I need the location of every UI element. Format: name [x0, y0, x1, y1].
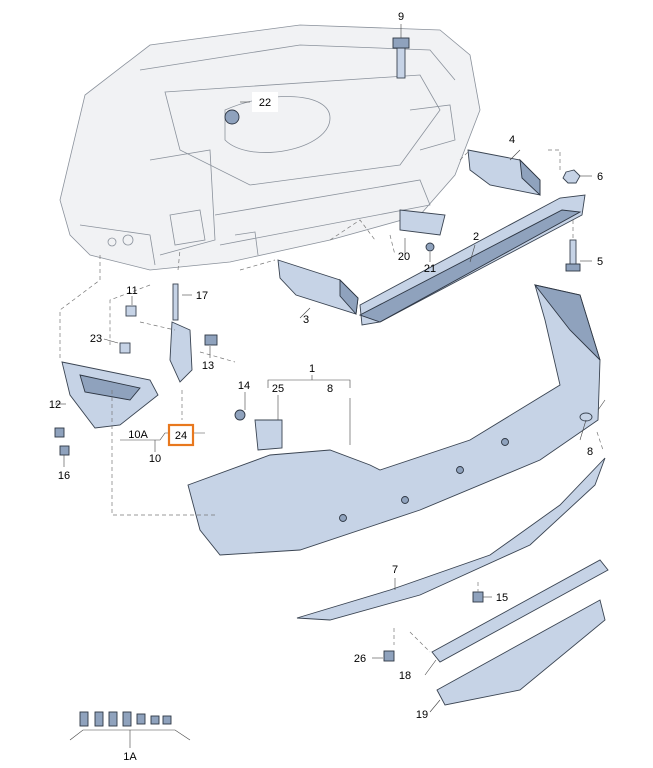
leader-lines: [55, 24, 606, 748]
bumper-reinforcement-2: [358, 194, 586, 326]
clip-11: [125, 305, 137, 317]
callout-16: 16: [58, 470, 70, 482]
drain-plug-hole: [224, 109, 240, 125]
bumper-cover-1: [187, 284, 601, 556]
callout-7: 7: [392, 564, 398, 576]
fastener-set-1a: [79, 711, 172, 727]
screw-15: [472, 591, 484, 603]
nut-14: [234, 409, 246, 421]
callout-20: 20: [398, 251, 410, 263]
callout-5: 5: [597, 256, 603, 268]
bolt-5: [565, 239, 581, 272]
callout-25: 25: [272, 383, 284, 395]
callout-15: 15: [496, 592, 508, 604]
clip-23: [119, 342, 131, 354]
callout-23: 23: [90, 333, 102, 345]
callout-11: 11: [126, 285, 137, 297]
trim-strip-18: [431, 559, 609, 663]
callout-labels: 9 22 4 6 2 5 20 21 3 17 11 23 13 12 16 1…: [49, 11, 603, 763]
impact-absorber-3: [277, 259, 359, 316]
callout-26: 26: [354, 653, 366, 665]
guide-bracket-10a: [61, 361, 159, 429]
nut-21: [425, 242, 435, 252]
screw-12: [54, 427, 65, 438]
bracket-20: [399, 209, 446, 236]
reflector-8: [579, 412, 593, 422]
callout-6: 6: [597, 171, 603, 183]
grille-19: [436, 599, 606, 706]
impact-absorber-4: [467, 149, 541, 197]
nut-6: [562, 169, 581, 184]
callout-10: 10: [149, 453, 161, 465]
callout-18: 18: [399, 670, 411, 682]
callout-21: 21: [424, 263, 436, 275]
callout-24-highlight-box: [167, 423, 195, 447]
callout-3: 3: [303, 314, 309, 326]
screw-16: [59, 445, 70, 456]
bracket-25: [254, 419, 283, 451]
screw-26: [383, 650, 395, 662]
assembly-dashed-lines: [59, 149, 604, 653]
callout-9: 9: [398, 11, 404, 23]
diffuser-7: [296, 457, 606, 621]
callout-1: 1: [309, 363, 315, 375]
callout-22-box: [252, 92, 278, 112]
rod-17: [172, 283, 179, 321]
body-hole: [107, 237, 117, 247]
callout-17: 17: [196, 290, 208, 302]
callout-13: 13: [202, 360, 214, 372]
screw-13: [204, 334, 218, 346]
vehicle-rear-body: [59, 24, 481, 271]
callout-8-upper: 8: [327, 383, 333, 395]
callout-1a: 1A: [123, 751, 137, 763]
callout-4: 4: [509, 134, 515, 146]
callout-12: 12: [49, 399, 61, 411]
callout-19: 19: [416, 709, 428, 721]
body-hole: [122, 234, 134, 246]
guide-24: [169, 321, 193, 383]
callout-10a: 10A: [128, 429, 148, 441]
callout-2: 2: [473, 231, 479, 243]
callout-8-lower: 8: [587, 446, 593, 458]
callout-22: 22: [259, 97, 271, 109]
callout-14: 14: [238, 380, 250, 392]
callout-24: 24: [175, 430, 187, 442]
